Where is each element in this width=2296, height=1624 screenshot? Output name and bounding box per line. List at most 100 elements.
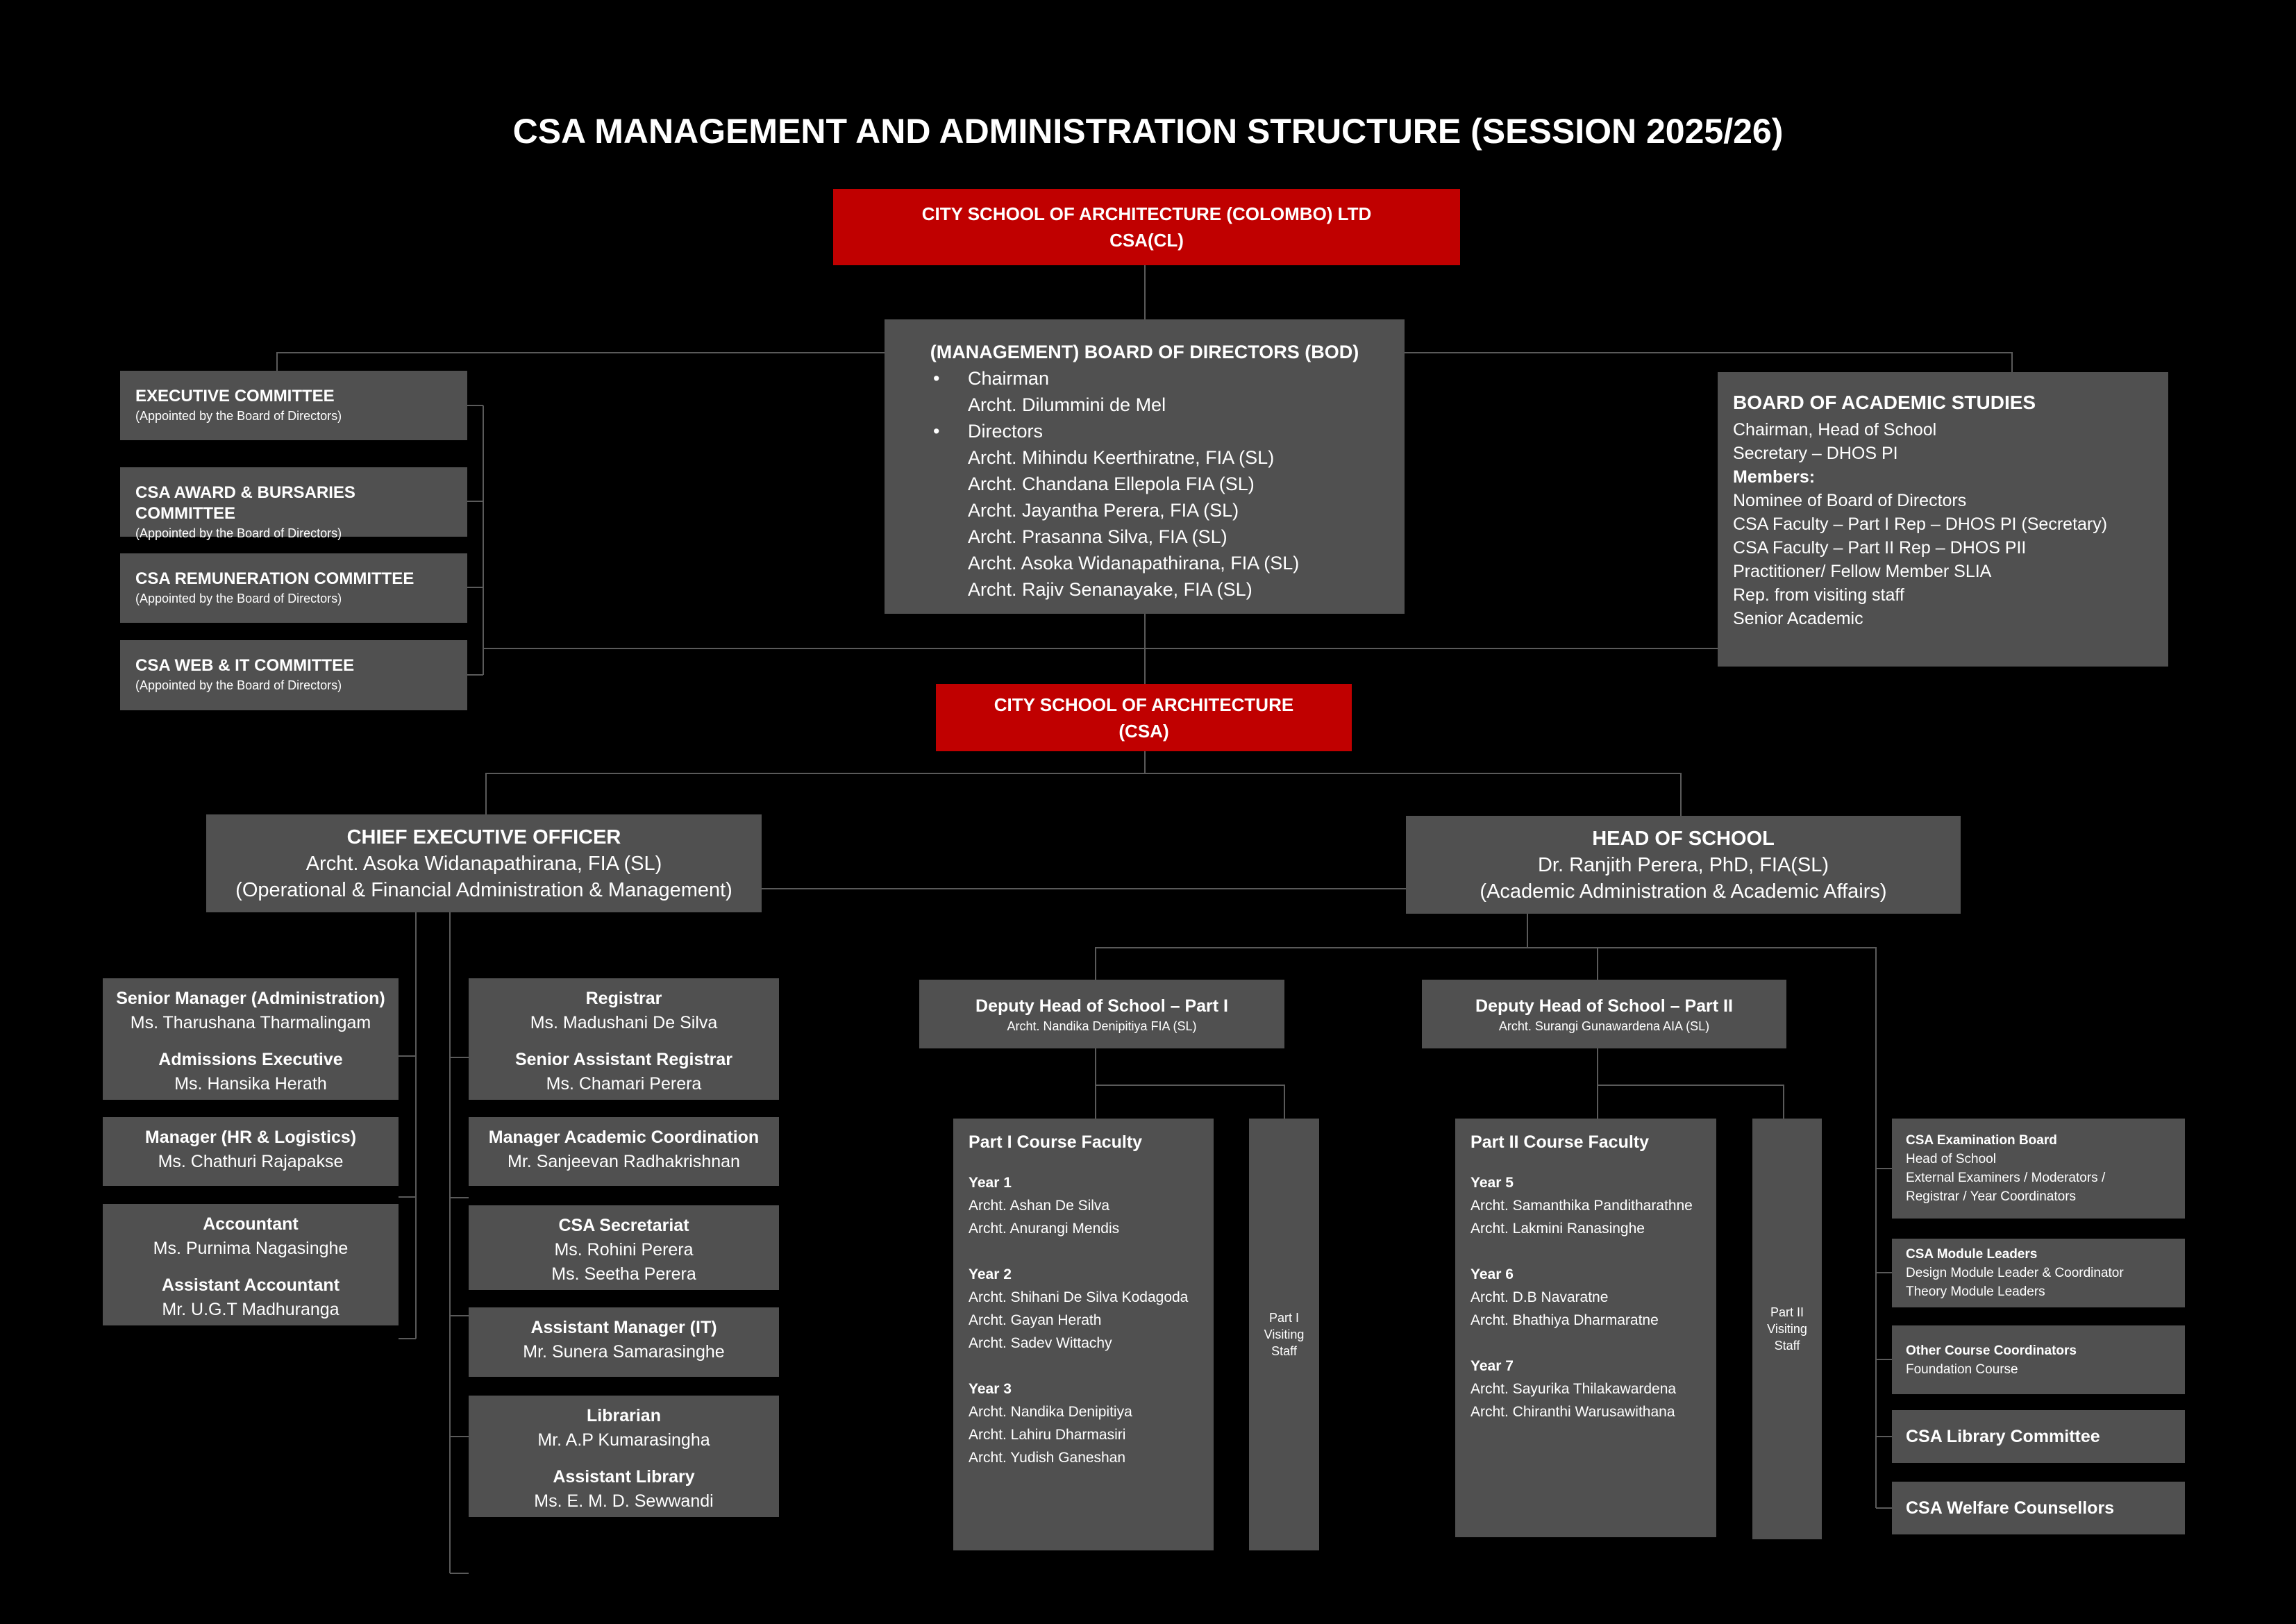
academic-unit-box: CSA Welfare Counsellors [1892, 1482, 2185, 1534]
bod-director: Archt. Asoka Widanapathirana, FIA (SL) [968, 553, 1300, 574]
committee-box: CSA WEB & IT COMMITTEE (Appointed by the… [120, 640, 467, 710]
staff-name: Ms. Tharushana Tharmalingam [130, 1013, 371, 1032]
faculty-member: Archt. Nandika Denipitiya [969, 1404, 1132, 1420]
bod-chairman: Archt. Dilummini de Mel [968, 394, 1166, 415]
spacer [1470, 1240, 1701, 1263]
unit-title: CSA Welfare Counsellors [1906, 1498, 2115, 1518]
bullet-icon: • [933, 421, 940, 442]
staff-name: Ms. Purnima Nagasinghe [153, 1239, 349, 1258]
staff-box: Senior Manager (Administration)Ms. Tharu… [103, 978, 399, 1100]
faculty-title: Part I Course Faculty [969, 1132, 1143, 1152]
faculty-member: Archt. Gayan Herath [969, 1312, 1102, 1328]
committee-note: (Appointed by the Board of Directors) [135, 678, 342, 692]
staff-role: Librarian [587, 1406, 661, 1425]
unit-line: Design Module Leader & Coordinator [1906, 1266, 2124, 1280]
year-label: Year 1 [969, 1175, 1012, 1191]
academic-board-line: Chairman, Head of School [1733, 420, 1937, 440]
faculty-member: Archt. D.B Navaratne [1470, 1289, 1609, 1305]
ceo-role: (Operational & Financial Administration … [235, 878, 732, 901]
ceo-box: CHIEF EXECUTIVE OFFICER Archt. Asoka Wid… [206, 814, 762, 912]
academic-board-member: CSA Faculty – Part I Rep – DHOS PI (Secr… [1733, 514, 2108, 534]
ceo-title: CHIEF EXECUTIVE OFFICER [346, 826, 621, 848]
faculty-member: Archt. Anurangi Mendis [969, 1221, 1120, 1237]
page-title: CSA MANAGEMENT AND ADMINISTRATION STRUCT… [512, 112, 1784, 151]
hos-title: HEAD OF SCHOOL [1592, 827, 1775, 850]
faculty-member: Archt. Sadev Wittachy [969, 1335, 1112, 1351]
spacer [469, 1453, 779, 1465]
bod-directors-label: Directors [968, 421, 1044, 442]
faculty-member: Archt. Samanthika Panditharathne [1470, 1198, 1693, 1214]
committee-box: CSA AWARD & BURSARIES COMMITTEE (Appoint… [120, 467, 467, 540]
part-2-visiting-staff-box: Part II Visiting Staff [1752, 1119, 1822, 1539]
visiting-line: Staff [1271, 1344, 1297, 1358]
bod-chairman-label: Chairman [968, 368, 1050, 389]
unit-title: CSA Examination Board [1906, 1133, 2057, 1148]
deputy-head-part-1-box: Deputy Head of School – Part I Archt. Na… [919, 980, 1284, 1048]
committee-name: CSA WEB & IT COMMITTEE [135, 656, 355, 675]
company-name: CITY SCHOOL OF ARCHITECTURE (COLOMBO) LT… [921, 203, 1372, 224]
committee-note: (Appointed by the Board of Directors) [135, 526, 342, 540]
committee-name: EXECUTIVE COMMITTEE [135, 387, 335, 405]
committee-name: CSA AWARD & BURSARIES COMMITTEE [135, 483, 355, 523]
school-abbr: (CSA) [1118, 720, 1169, 742]
academic-board-member: Nominee of Board of Directors [1733, 491, 1967, 510]
faculty-member: Archt. Bhathiya Dharmaratne [1470, 1312, 1659, 1328]
company-abbr: CSA(CL) [1109, 230, 1184, 251]
hos-name: Dr. Ranjith Perera, PhD, FIA(SL) [1537, 853, 1829, 876]
faculty-member: Archt. Shihani De Silva Kodagoda [969, 1289, 1189, 1305]
academic-board-title: BOARD OF ACADEMIC STUDIES [1733, 392, 2036, 413]
academic-board-line: Secretary – DHOS PI [1733, 444, 1898, 463]
staff-role: Assistant Manager (IT) [530, 1318, 717, 1337]
staff-name: Ms. Chathuri Rajapakse [158, 1152, 344, 1171]
staff-name: Ms. Madushani De Silva [530, 1013, 718, 1032]
academic-board-member: Senior Academic [1733, 609, 1863, 628]
bod-director: Archt. Prasanna Silva, FIA (SL) [968, 526, 1227, 547]
unit-line: Registrar / Year Coordinators [1906, 1189, 2077, 1204]
committee-box: EXECUTIVE COMMITTEE (Appointed by the Bo… [120, 371, 467, 440]
academic-board-member: Practitioner/ Fellow Member SLIA [1733, 562, 1992, 581]
deputy-name: Archt. Nandika Denipitiya FIA (SL) [1007, 1019, 1197, 1033]
committee-name: CSA REMUNERATION COMMITTEE [135, 569, 414, 588]
bod-director: Archt. Jayantha Perera, FIA (SL) [968, 500, 1239, 521]
academic-board-member: Rep. from visiting staff [1733, 585, 1904, 605]
staff-role: Manager Academic Coordination [488, 1128, 760, 1147]
bod-director: Archt. Chandana Ellepola FIA (SL) [968, 474, 1255, 494]
academic-unit-box: CSA Library Committee [1892, 1410, 2185, 1463]
staff-name: Ms. Seetha Perera [551, 1264, 696, 1284]
bod-director: Archt. Rajiv Senanayake, FIA (SL) [968, 579, 1252, 600]
unit-title: CSA Library Committee [1906, 1426, 2100, 1446]
faculty-title: Part II Course Faculty [1470, 1132, 1650, 1152]
staff-name: Ms. Rohini Perera [554, 1240, 694, 1259]
year-label: Year 3 [969, 1381, 1012, 1397]
faculty-member: Archt. Yudish Ganeshan [969, 1450, 1126, 1466]
faculty-member: Archt. Lakmini Ranasinghe [1470, 1221, 1645, 1237]
spacer [103, 1035, 399, 1048]
staff-name: Mr. A.P Kumarasingha [537, 1430, 710, 1450]
deputy-head-part-2-box: Deputy Head of School – Part II Archt. S… [1422, 980, 1786, 1048]
staff-box: Assistant Manager (IT)Mr. Sunera Samaras… [469, 1307, 779, 1377]
visiting-line: Visiting [1767, 1322, 1807, 1336]
staff-role: Admissions Executive [158, 1050, 343, 1069]
spacer [1470, 1332, 1701, 1355]
ceo-name: Archt. Asoka Widanapathirana, FIA (SL) [305, 852, 662, 875]
year-label: Year 2 [969, 1266, 1012, 1282]
visiting-line: Visiting [1264, 1328, 1305, 1341]
staff-box: Manager (HR & Logistics) Ms. Chathuri Raj… [103, 1117, 399, 1186]
bod-title: (MANAGEMENT) BOARD OF DIRECTORS (BOD) [930, 342, 1359, 362]
part-1-visiting-staff-box: Part I Visiting Staff [1249, 1119, 1319, 1550]
academic-board-member: CSA Faculty – Part II Rep – DHOS PII [1733, 538, 2027, 558]
unit-line: External Examiners / Moderators / [1906, 1171, 2106, 1185]
unit-title: Other Course Coordinators [1906, 1343, 2077, 1358]
committee-note: (Appointed by the Board of Directors) [135, 409, 342, 423]
deputy-name: Archt. Surangi Gunawardena AIA (SL) [1498, 1019, 1710, 1033]
staff-role: Manager (HR & Logistics) [144, 1128, 357, 1147]
staff-role: Assistant Library [553, 1467, 695, 1487]
unit-title: CSA Module Leaders [1906, 1247, 2038, 1262]
committee-box: CSA REMUNERATION COMMITTEE (Appointed by… [120, 553, 467, 623]
staff-role: Registrar [585, 989, 662, 1008]
unit-line: Foundation Course [1906, 1362, 2018, 1377]
